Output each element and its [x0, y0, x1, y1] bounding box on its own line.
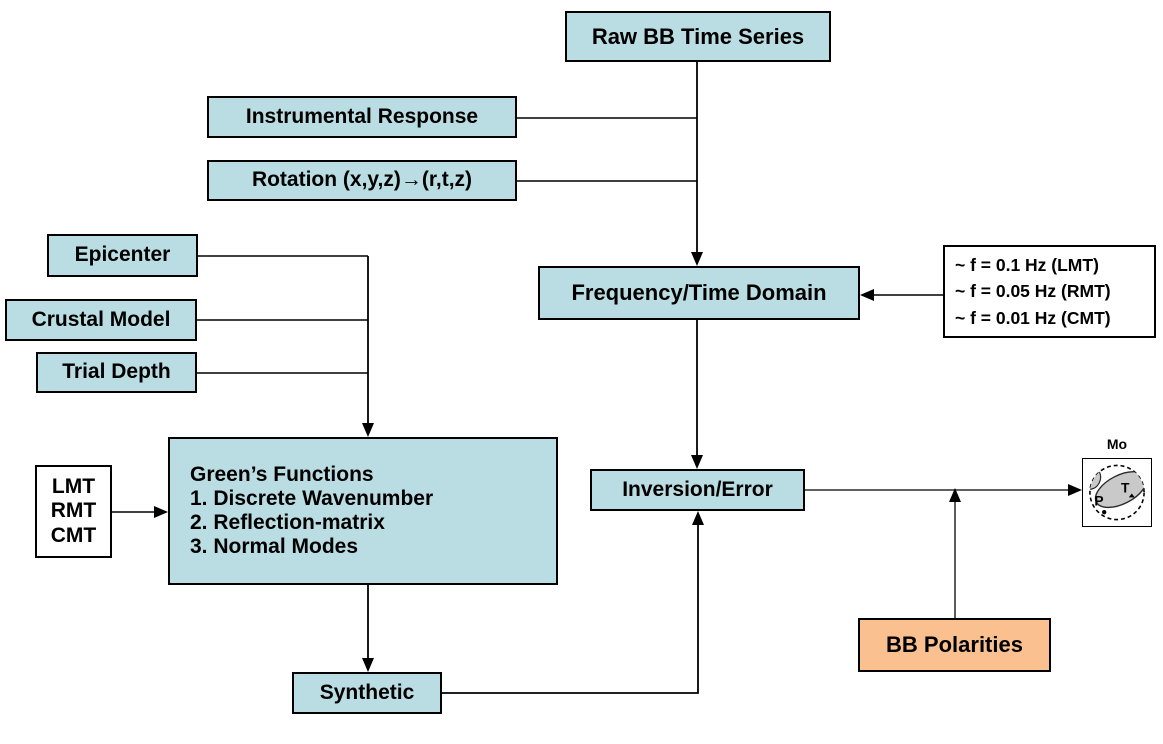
greens-functions-item: 2. Reflection-matrix: [190, 511, 385, 534]
greens-functions-item: 3. Normal Modes: [190, 535, 359, 559]
p-axis-label: P: [1094, 493, 1103, 508]
greens-functions-title: Green’s Functions: [190, 462, 374, 486]
raw-bb-time-series-box: Raw BB Time Series: [565, 11, 831, 62]
branch-connectors: [112, 117, 943, 513]
mt-types-box: LMT RMT CMT: [35, 465, 112, 558]
frequency-list-line: ~ f = 0.1 Hz (LMT): [955, 255, 1099, 276]
inversion-error-box: Inversion/Error: [590, 469, 805, 511]
crustal-model-box: Crustal Model: [5, 299, 197, 341]
result-connectors: [805, 489, 1070, 618]
beachball-icon: T P: [1089, 464, 1145, 521]
trial-depth-box: Trial Depth: [36, 352, 197, 393]
beachball-box: T P: [1082, 458, 1152, 527]
frequency-list-line: ~ f = 0.01 Hz (CMT): [955, 307, 1111, 328]
frequency-list-line: ~ f = 0.05 Hz (RMT): [955, 281, 1111, 302]
main-vertical-connectors: [367, 62, 699, 694]
frequency-list-box: ~ f = 0.1 Hz (LMT) ~ f = 0.05 Hz (RMT) ~…: [943, 245, 1156, 338]
frequency-time-domain-box: Frequency/Time Domain: [538, 266, 860, 320]
epicenter-box: Epicenter: [47, 234, 198, 277]
bb-polarities-box: BB Polarities: [858, 618, 1051, 672]
rotation-box: Rotation (x,y,z)→(r,t,z): [207, 160, 517, 201]
greens-functions-item: 1. Discrete Wavenumber: [190, 486, 434, 510]
instrumental-response-box: Instrumental Response: [207, 96, 517, 138]
synthetic-box: Synthetic: [292, 672, 442, 714]
t-axis-label: T: [1121, 481, 1130, 496]
greens-functions-box: Green’s Functions 1. Discrete Wavenumber…: [168, 437, 558, 585]
mt-type-label: RMT: [50, 499, 97, 523]
mt-type-label: CMT: [50, 523, 97, 547]
mt-type-label: LMT: [51, 475, 96, 499]
arrowheads: [154, 252, 1082, 672]
mo-label: Mo: [1106, 436, 1128, 452]
